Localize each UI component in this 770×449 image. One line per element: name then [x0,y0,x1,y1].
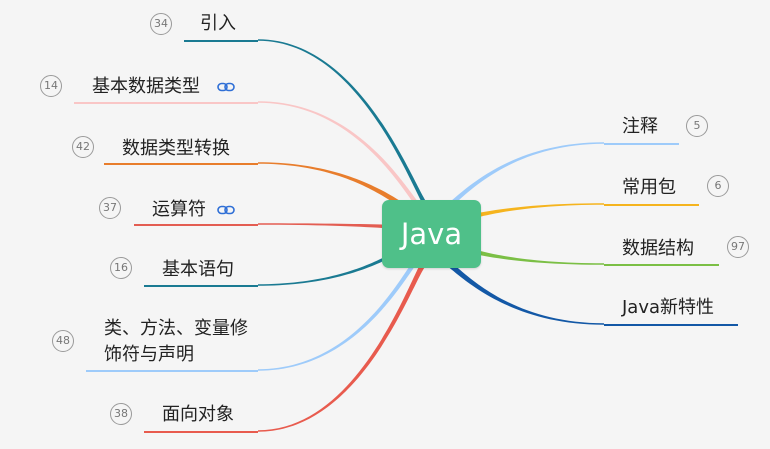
topic-label: 基本数据类型 [92,76,200,97]
topic-underline [104,163,258,165]
count-badge: 38 [110,403,132,425]
link-chain-icon[interactable] [217,81,235,93]
count-badge: 16 [110,257,132,279]
topic-label: 常用包 [622,177,676,198]
count-badge: 42 [72,136,94,158]
count-badge: 6 [707,175,729,197]
connector-left-4 [258,237,420,286]
connector-left-2 [258,162,422,222]
topic-underline [604,143,679,145]
topic-label: Java新特性 [622,297,715,318]
topic-underline [144,431,258,433]
connector-right-0 [440,142,604,216]
count-badge: 97 [727,236,749,258]
topic-label: 运算符 [152,199,206,220]
topic-label: 数据类型转换 [122,138,230,159]
topic-label: 数据结构 [622,238,694,259]
topic-underline [134,224,258,226]
count-badge: 48 [52,330,74,352]
topic-label: 注释 [622,116,658,137]
link-chain-icon[interactable] [217,204,235,216]
count-badge: 14 [40,75,62,97]
topic-underline [86,370,258,372]
count-badge: 5 [686,115,708,137]
topic-label: 基本语句 [162,259,234,280]
topic-label: 引入 [200,13,236,34]
root-topic[interactable]: Java [382,200,481,268]
topic-underline [604,324,738,326]
connector-left-3 [258,223,420,231]
connector-right-3 [440,254,604,325]
topic-label: 类、方法、变量修饰符与声明 [104,318,248,365]
topic-underline [604,204,699,206]
topic-underline [74,102,258,104]
topic-underline [604,264,719,266]
topic-label: 面向对象 [162,404,234,425]
count-badge: 37 [99,197,121,219]
topic-underline [184,40,258,42]
topic-underline [144,285,258,287]
count-badge: 34 [150,13,172,35]
